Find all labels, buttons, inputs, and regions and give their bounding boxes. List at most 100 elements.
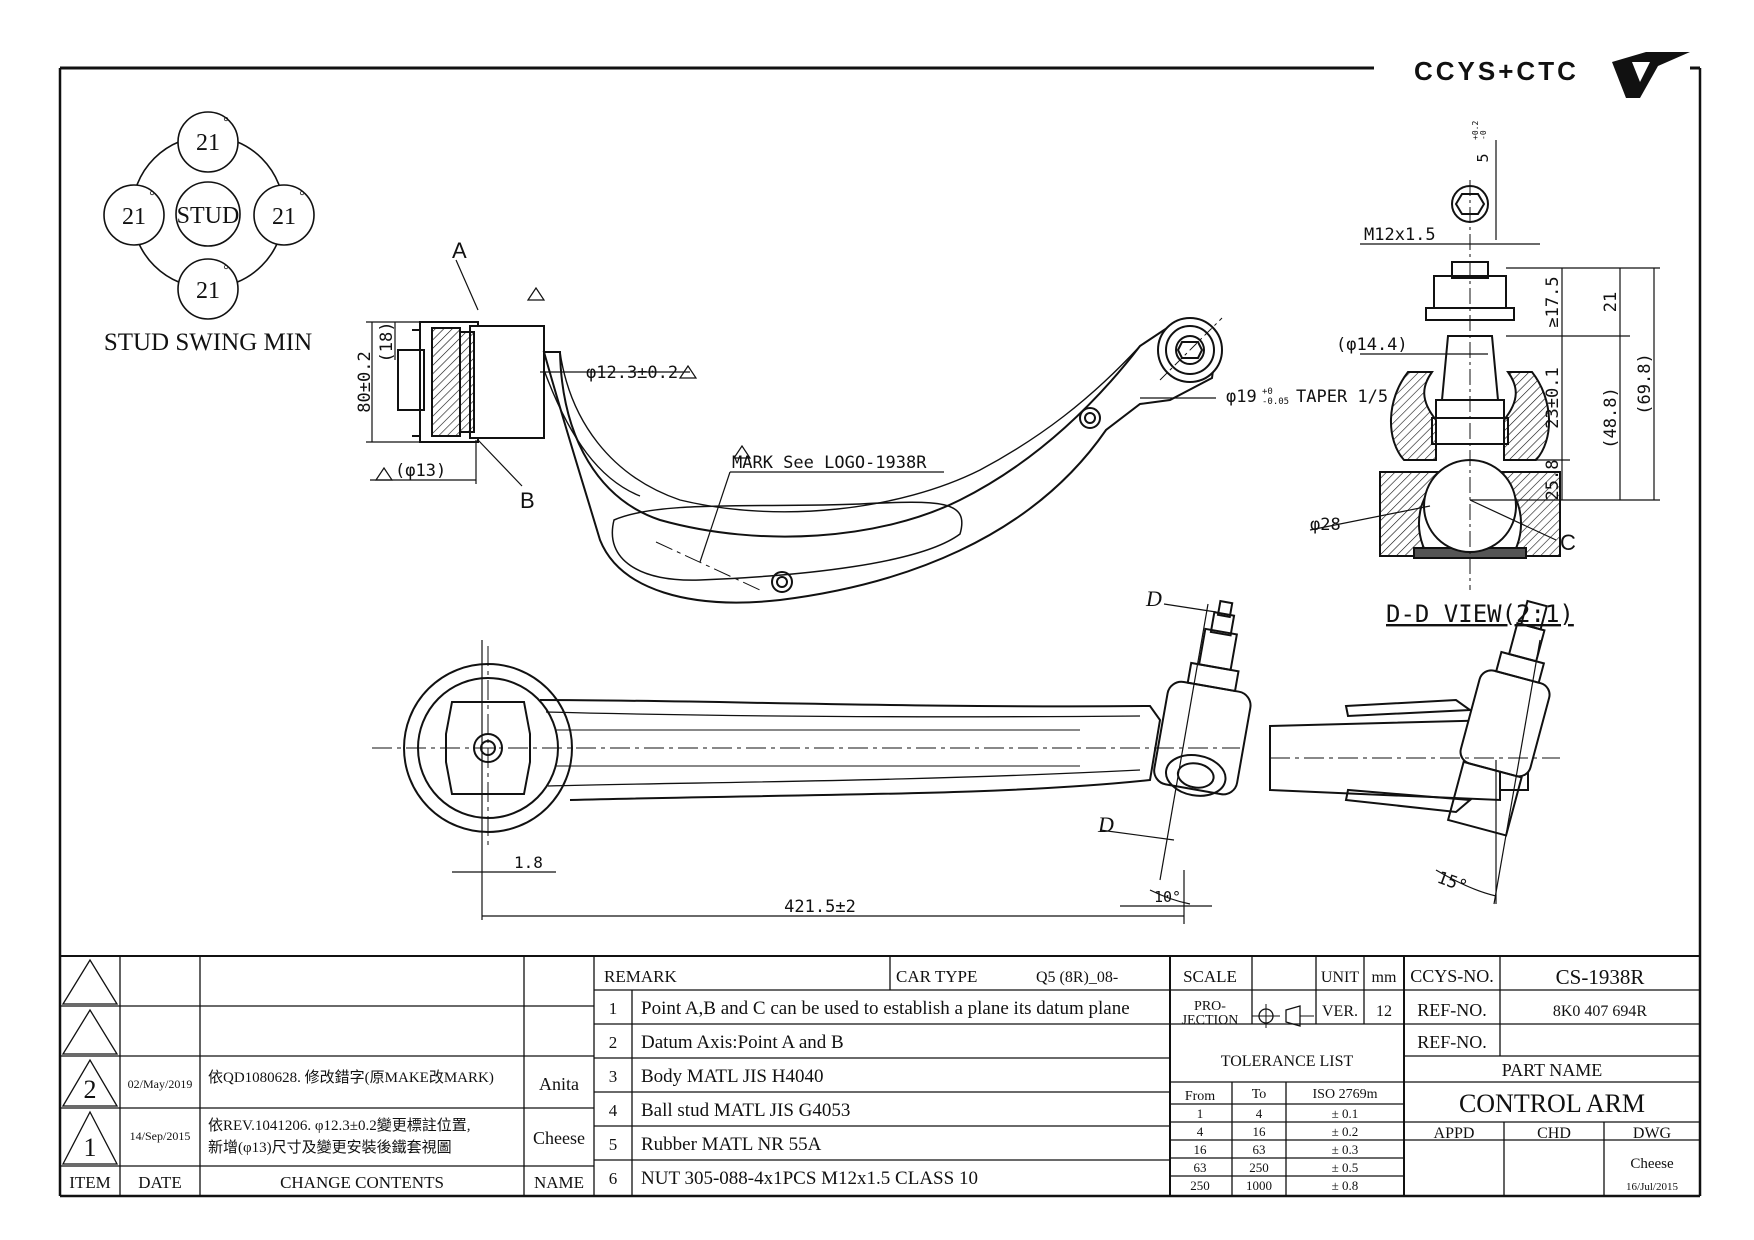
dwg-name: Cheese xyxy=(1630,1156,1674,1172)
angle-10-label: 10° xyxy=(1154,888,1181,906)
car-type-label: CAR TYPE xyxy=(896,967,977,986)
revision-date-2: 02/May/2019 xyxy=(128,1077,193,1091)
dim-18-label: (18) xyxy=(377,322,397,363)
remark-header: REMARK xyxy=(604,967,677,986)
stud-swing-caption: STUD SWING MIN xyxy=(104,329,312,356)
plan-labels: D D 1.8 421.5±2 10° xyxy=(514,586,1181,917)
header-date: DATE xyxy=(138,1173,181,1192)
remark-text-4: Ball stud MATL JIS G4053 xyxy=(641,1100,850,1121)
revision-item-2: 2 xyxy=(84,1075,97,1104)
stud-swing-bottom: 21 xyxy=(196,278,220,304)
dim-5-lower: -0 xyxy=(1479,130,1488,140)
drawing-frame xyxy=(58,66,1702,1198)
remark-no-5: 5 xyxy=(609,1135,618,1154)
degree-mark-bottom: ° xyxy=(223,263,229,278)
title-block-grid xyxy=(60,955,1700,1196)
dim-28-label: φ28 xyxy=(1310,515,1341,535)
stud-swing-center: STUD xyxy=(177,203,240,229)
projection-label-1: PRO- xyxy=(1194,999,1226,1014)
stud-swing-top: 21 xyxy=(196,130,220,156)
stud-swing-labels: 21 21 STUD 21 21 ° ° ° ° STUD SWING MIN xyxy=(104,115,312,356)
revision-contents-1b: 新增(φ13)尺寸及變更安裝後鐵套視圖 xyxy=(208,1138,452,1156)
car-type-value: Q5 (8R)_08- xyxy=(1036,969,1118,986)
dim-21-label: 21 xyxy=(1601,292,1621,312)
tolerance-title: TOLERANCE LIST xyxy=(1221,1053,1354,1070)
revision-name-2: Anita xyxy=(539,1074,579,1094)
dim-length-label: 421.5±2 xyxy=(784,897,856,917)
tol-from-2: 4 xyxy=(1197,1124,1204,1139)
dim-48-8-label: (48.8) xyxy=(1601,387,1621,448)
part-name-value: CONTROL ARM xyxy=(1459,1089,1645,1118)
plan-dimensions xyxy=(452,603,1217,924)
tol-to-3: 63 xyxy=(1253,1142,1266,1157)
title-block: CCYS-NO. CS-1938R REF-NO. 8K0 407 694R R… xyxy=(1410,965,1678,1193)
remark-text-2: Datum Axis:Point A and B xyxy=(641,1032,844,1053)
tol-header-from: From xyxy=(1185,1089,1215,1104)
taper-tol-lower: -0.05 xyxy=(1262,397,1289,407)
header-contents: CHANGE CONTENTS xyxy=(280,1173,444,1192)
header-item: ITEM xyxy=(69,1173,111,1192)
remark-no-3: 3 xyxy=(609,1067,618,1086)
dim-23-label: 23±0.1 xyxy=(1543,367,1563,428)
side-dimensions xyxy=(1435,639,1541,905)
remark-text-3: Body MATL JIS H4040 xyxy=(641,1066,823,1087)
appd-label: APPD xyxy=(1434,1125,1475,1142)
ref-no-label: REF-NO. xyxy=(1417,1000,1487,1020)
dim-bore-label: φ12.3±0.2 xyxy=(586,363,678,383)
tol-to-4: 250 xyxy=(1249,1160,1269,1175)
tol-value-5: ± 0.8 xyxy=(1332,1178,1359,1193)
tol-value-4: ± 0.5 xyxy=(1332,1160,1359,1175)
dim-5-label: 5 xyxy=(1474,153,1492,162)
revision-date-1: 14/Sep/2015 xyxy=(130,1129,191,1143)
dim-17-5-label: ≥17.5 xyxy=(1543,276,1563,327)
remark-text-5: Rubber MATL NR 55A xyxy=(641,1134,822,1155)
dim-height-label: 80±0.2 xyxy=(355,351,375,412)
brand-logo-text: CCYS+CTC xyxy=(1414,56,1579,86)
dwg-date: 16/Jul/2015 xyxy=(1626,1181,1678,1193)
main-view-labels: A B 80±0.2 (18) (φ13) φ12.3±0.2 MARK See… xyxy=(355,238,1388,513)
ref-no-value: 8K0 407 694R xyxy=(1553,1003,1648,1020)
ref-no2-label: REF-NO. xyxy=(1417,1032,1487,1052)
stud-swing-left: 21 xyxy=(122,204,146,230)
tol-to-5: 1000 xyxy=(1246,1178,1272,1193)
thread-label: M12x1.5 xyxy=(1364,225,1436,245)
ver-value: 12 xyxy=(1376,1003,1392,1020)
tol-from-3: 16 xyxy=(1194,1142,1208,1157)
revision-table: 2 1 02/May/2019 14/Sep/2015 依QD1080628. … xyxy=(69,1069,585,1192)
chd-label: CHD xyxy=(1537,1125,1571,1142)
section-view xyxy=(1379,180,1561,590)
point-a-label: A xyxy=(452,238,467,263)
remark-table: REMARK CAR TYPE Q5 (8R)_08- 1 Point A,B … xyxy=(604,967,1130,1189)
side-labels: 15° xyxy=(1434,868,1470,897)
dim-phi13-label: (φ13) xyxy=(395,461,446,481)
main-view-arm xyxy=(397,317,1223,604)
plan-view xyxy=(372,599,1252,850)
remark-text-6: NUT 305-088-4x1PCS M12x1.5 CLASS 10 xyxy=(641,1168,978,1189)
projection-label-2: JECTION xyxy=(1182,1013,1239,1028)
tol-value-2: ± 0.2 xyxy=(1332,1124,1359,1139)
revision-item-1: 1 xyxy=(84,1133,97,1162)
dim-69-8-label: (69.8) xyxy=(1635,353,1655,414)
dim-taper-label: φ19 xyxy=(1226,387,1257,407)
dim-1-8-label: 1.8 xyxy=(514,853,543,872)
tol-header-to: To xyxy=(1252,1087,1267,1102)
angle-15-label: 15° xyxy=(1434,868,1470,897)
stud-swing-right: 21 xyxy=(272,204,296,230)
scale-label: SCALE xyxy=(1183,967,1237,986)
ver-label: VER. xyxy=(1322,1003,1358,1020)
dwg-label: DWG xyxy=(1633,1125,1672,1142)
tol-from-1: 1 xyxy=(1197,1106,1204,1121)
taper-label: TAPER 1/5 xyxy=(1296,387,1388,407)
remark-no-1: 1 xyxy=(609,999,618,1018)
tol-to-1: 4 xyxy=(1256,1106,1263,1121)
brand-logo: CCYS+CTC xyxy=(1414,52,1690,98)
tol-from-5: 250 xyxy=(1190,1178,1210,1193)
tol-from-4: 63 xyxy=(1194,1160,1207,1175)
side-view xyxy=(1269,599,1560,837)
point-c-label: C xyxy=(1560,530,1576,555)
dim-14-4-label: (φ14.4) xyxy=(1336,335,1408,355)
dim-25-8-label: 25.8 xyxy=(1543,460,1563,501)
ccys-no-label: CCYS-NO. xyxy=(1410,966,1494,986)
degree-mark-left: ° xyxy=(149,189,155,204)
